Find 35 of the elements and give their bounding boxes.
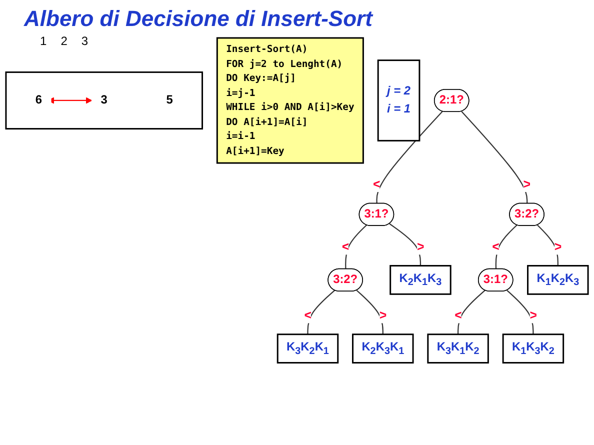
connector [506, 290, 534, 334]
index-number: 2 [60, 34, 68, 48]
edge-label: > [416, 238, 425, 254]
node-box: K$_{3}$K$_{2}$K$_{1}$ [276, 334, 339, 364]
node-box: K$_{1}$K$_{3}$K$_{2}$ [502, 334, 564, 364]
connector [389, 223, 422, 266]
connector [307, 290, 336, 334]
node-text: 3 [100, 94, 108, 106]
index-number: 3 [81, 34, 88, 48]
edge-label: < [304, 308, 312, 322]
node-text: 5 [166, 94, 173, 106]
connector [457, 290, 486, 334]
edge-label: > [530, 308, 538, 322]
connector [345, 224, 367, 270]
node-box: K$_{1}$K$_{2}$K$_{3}$ [527, 265, 589, 295]
edge-label: > [379, 308, 388, 322]
cluster [5, 71, 204, 130]
edge-label: < [342, 238, 350, 254]
edge-label: < [454, 308, 462, 322]
edge-label: < [492, 238, 500, 254]
node-box: K$_{2}$K$_{3}$K$_{1}$ [352, 334, 414, 364]
connector [495, 224, 518, 270]
node-box: j = 2 i = 1 [377, 60, 420, 142]
node-box: Insert-Sort(A) FOR j=2 to Lenght(A) DO Key:=A[j] i=j-1 WHILE i>0 AND A[i]>Key DO A[i+1]=A[i] i=i-1 A[i+1]=Key [216, 37, 364, 164]
node-box: K$_{3}$K$_{1}$K$_{2}$ [427, 334, 489, 364]
diagram-title: Albero di Decisione di Insert-Sort [24, 6, 374, 32]
connector [537, 224, 558, 266]
edge-label: < [372, 176, 381, 192]
node-box: K$_{2}$K$_{1}$K$_{3}$ [390, 265, 452, 295]
connector [461, 111, 528, 204]
edge-label: > [523, 176, 532, 192]
edge-label: > [554, 238, 562, 254]
connector [376, 111, 443, 204]
connector [356, 290, 384, 334]
index-number: 1 [40, 34, 47, 48]
